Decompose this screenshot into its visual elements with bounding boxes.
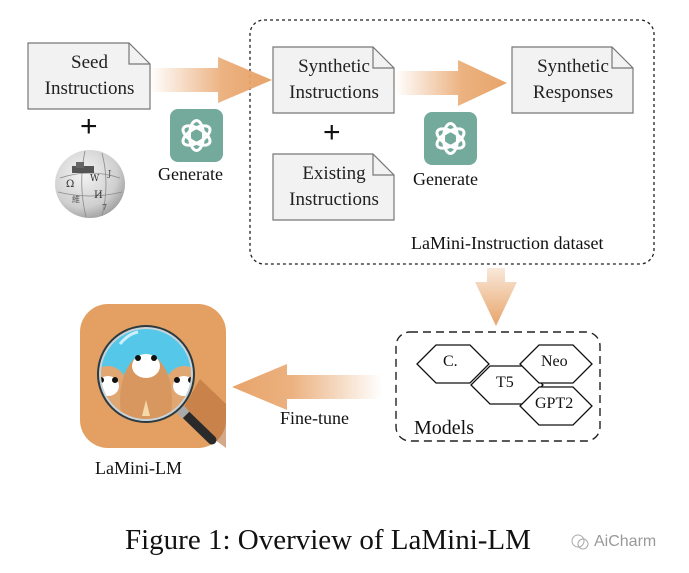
doc-line: Existing xyxy=(302,163,366,184)
model-hex-neo xyxy=(519,344,593,384)
svg-text:W: W xyxy=(90,174,100,184)
doc-line: Responses xyxy=(532,82,614,103)
generate-label: Generate xyxy=(158,164,223,184)
figure-caption: Figure 1: Overview of LaMini-LM xyxy=(125,524,531,556)
model-label: T5 xyxy=(496,374,514,391)
doc-line: Instructions xyxy=(289,189,379,210)
model-hex-c xyxy=(416,344,490,384)
doc-line: Synthetic xyxy=(298,56,370,77)
openai-logo-icon xyxy=(424,112,477,165)
svg-text:И: И xyxy=(94,190,103,201)
svg-text:J: J xyxy=(107,169,111,178)
generate-label: Generate xyxy=(413,169,478,189)
arrow-fine-tune xyxy=(232,364,382,410)
fine-tune-label: Fine-tune xyxy=(280,408,349,428)
doc-line: Instructions xyxy=(44,78,135,99)
plus-sign: + xyxy=(80,110,98,143)
seed-instructions-doc: Seed Instructions xyxy=(27,42,152,110)
svg-text:7: 7 xyxy=(102,203,107,212)
doc-line: Synthetic xyxy=(537,56,609,77)
lamini-llama-magnifier-icon xyxy=(80,304,226,448)
wikipedia-globe-icon: Ω W И J 維 7 xyxy=(55,150,125,218)
models-label: Models xyxy=(414,417,474,439)
dataset-container xyxy=(249,19,655,265)
dataset-label: LaMini-Instruction dataset xyxy=(411,233,604,253)
model-hex-gpt2 xyxy=(519,386,593,426)
svg-text:Ω: Ω xyxy=(66,179,74,190)
doc-line: Instructions xyxy=(289,82,379,103)
arrow-dataset-to-models xyxy=(475,268,517,326)
wechat-icon xyxy=(571,534,589,550)
plus-sign: + xyxy=(323,116,341,149)
model-label: GPT2 xyxy=(535,395,574,412)
existing-instructions-doc: Existing Instructions xyxy=(272,153,396,221)
arrow-instructions-to-responses xyxy=(395,60,507,106)
model-label: Neo xyxy=(541,353,568,370)
models-container xyxy=(395,331,601,442)
lamini-lm-label: LaMini-LM xyxy=(95,458,182,478)
arrow-seed-to-synthetic xyxy=(150,57,272,103)
watermark: AiCharm xyxy=(594,533,657,550)
openai-logo-icon xyxy=(170,109,223,162)
model-hex-t5 xyxy=(470,365,544,405)
synthetic-instructions-doc: Synthetic Instructions xyxy=(272,46,396,114)
synthetic-responses-doc: Synthetic Responses xyxy=(511,46,635,114)
model-label: C. xyxy=(443,353,458,370)
svg-text:維: 維 xyxy=(72,194,80,204)
doc-line: Seed xyxy=(71,52,108,73)
